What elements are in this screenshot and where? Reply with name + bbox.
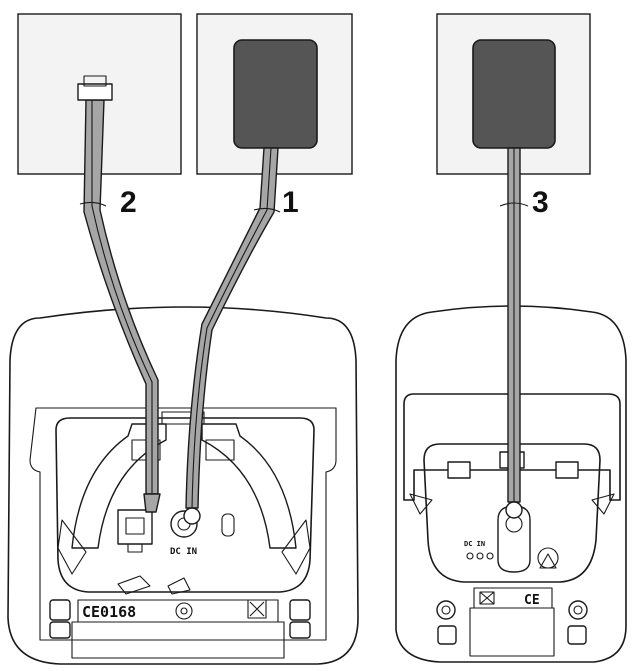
base-station-left: DC IN CE0168	[7, 306, 359, 665]
recycle-bin-crossed-icon	[247, 599, 267, 619]
step-label-1: 1	[282, 186, 299, 219]
power-adapter-icon	[472, 39, 556, 149]
phone-line-plug-icon	[117, 509, 153, 553]
base-station-right: DC IN CE	[395, 305, 627, 663]
step-label-3: 3	[532, 186, 549, 219]
ce-marking-left: CE0168	[82, 603, 136, 621]
dc-in-marking: DC IN	[170, 547, 197, 557]
dc-in-marking: DC IN	[464, 540, 485, 548]
power-supply-cable	[183, 147, 281, 525]
recycle-bin-crossed-icon	[479, 591, 495, 605]
telephone-line-cable	[77, 75, 161, 513]
power-supply-cable	[499, 147, 529, 519]
step-label-2: 2	[120, 186, 137, 219]
ce-marking-right: CE	[524, 593, 540, 608]
power-adapter-icon	[233, 39, 318, 149]
phone-line-plug-icon	[77, 83, 113, 101]
